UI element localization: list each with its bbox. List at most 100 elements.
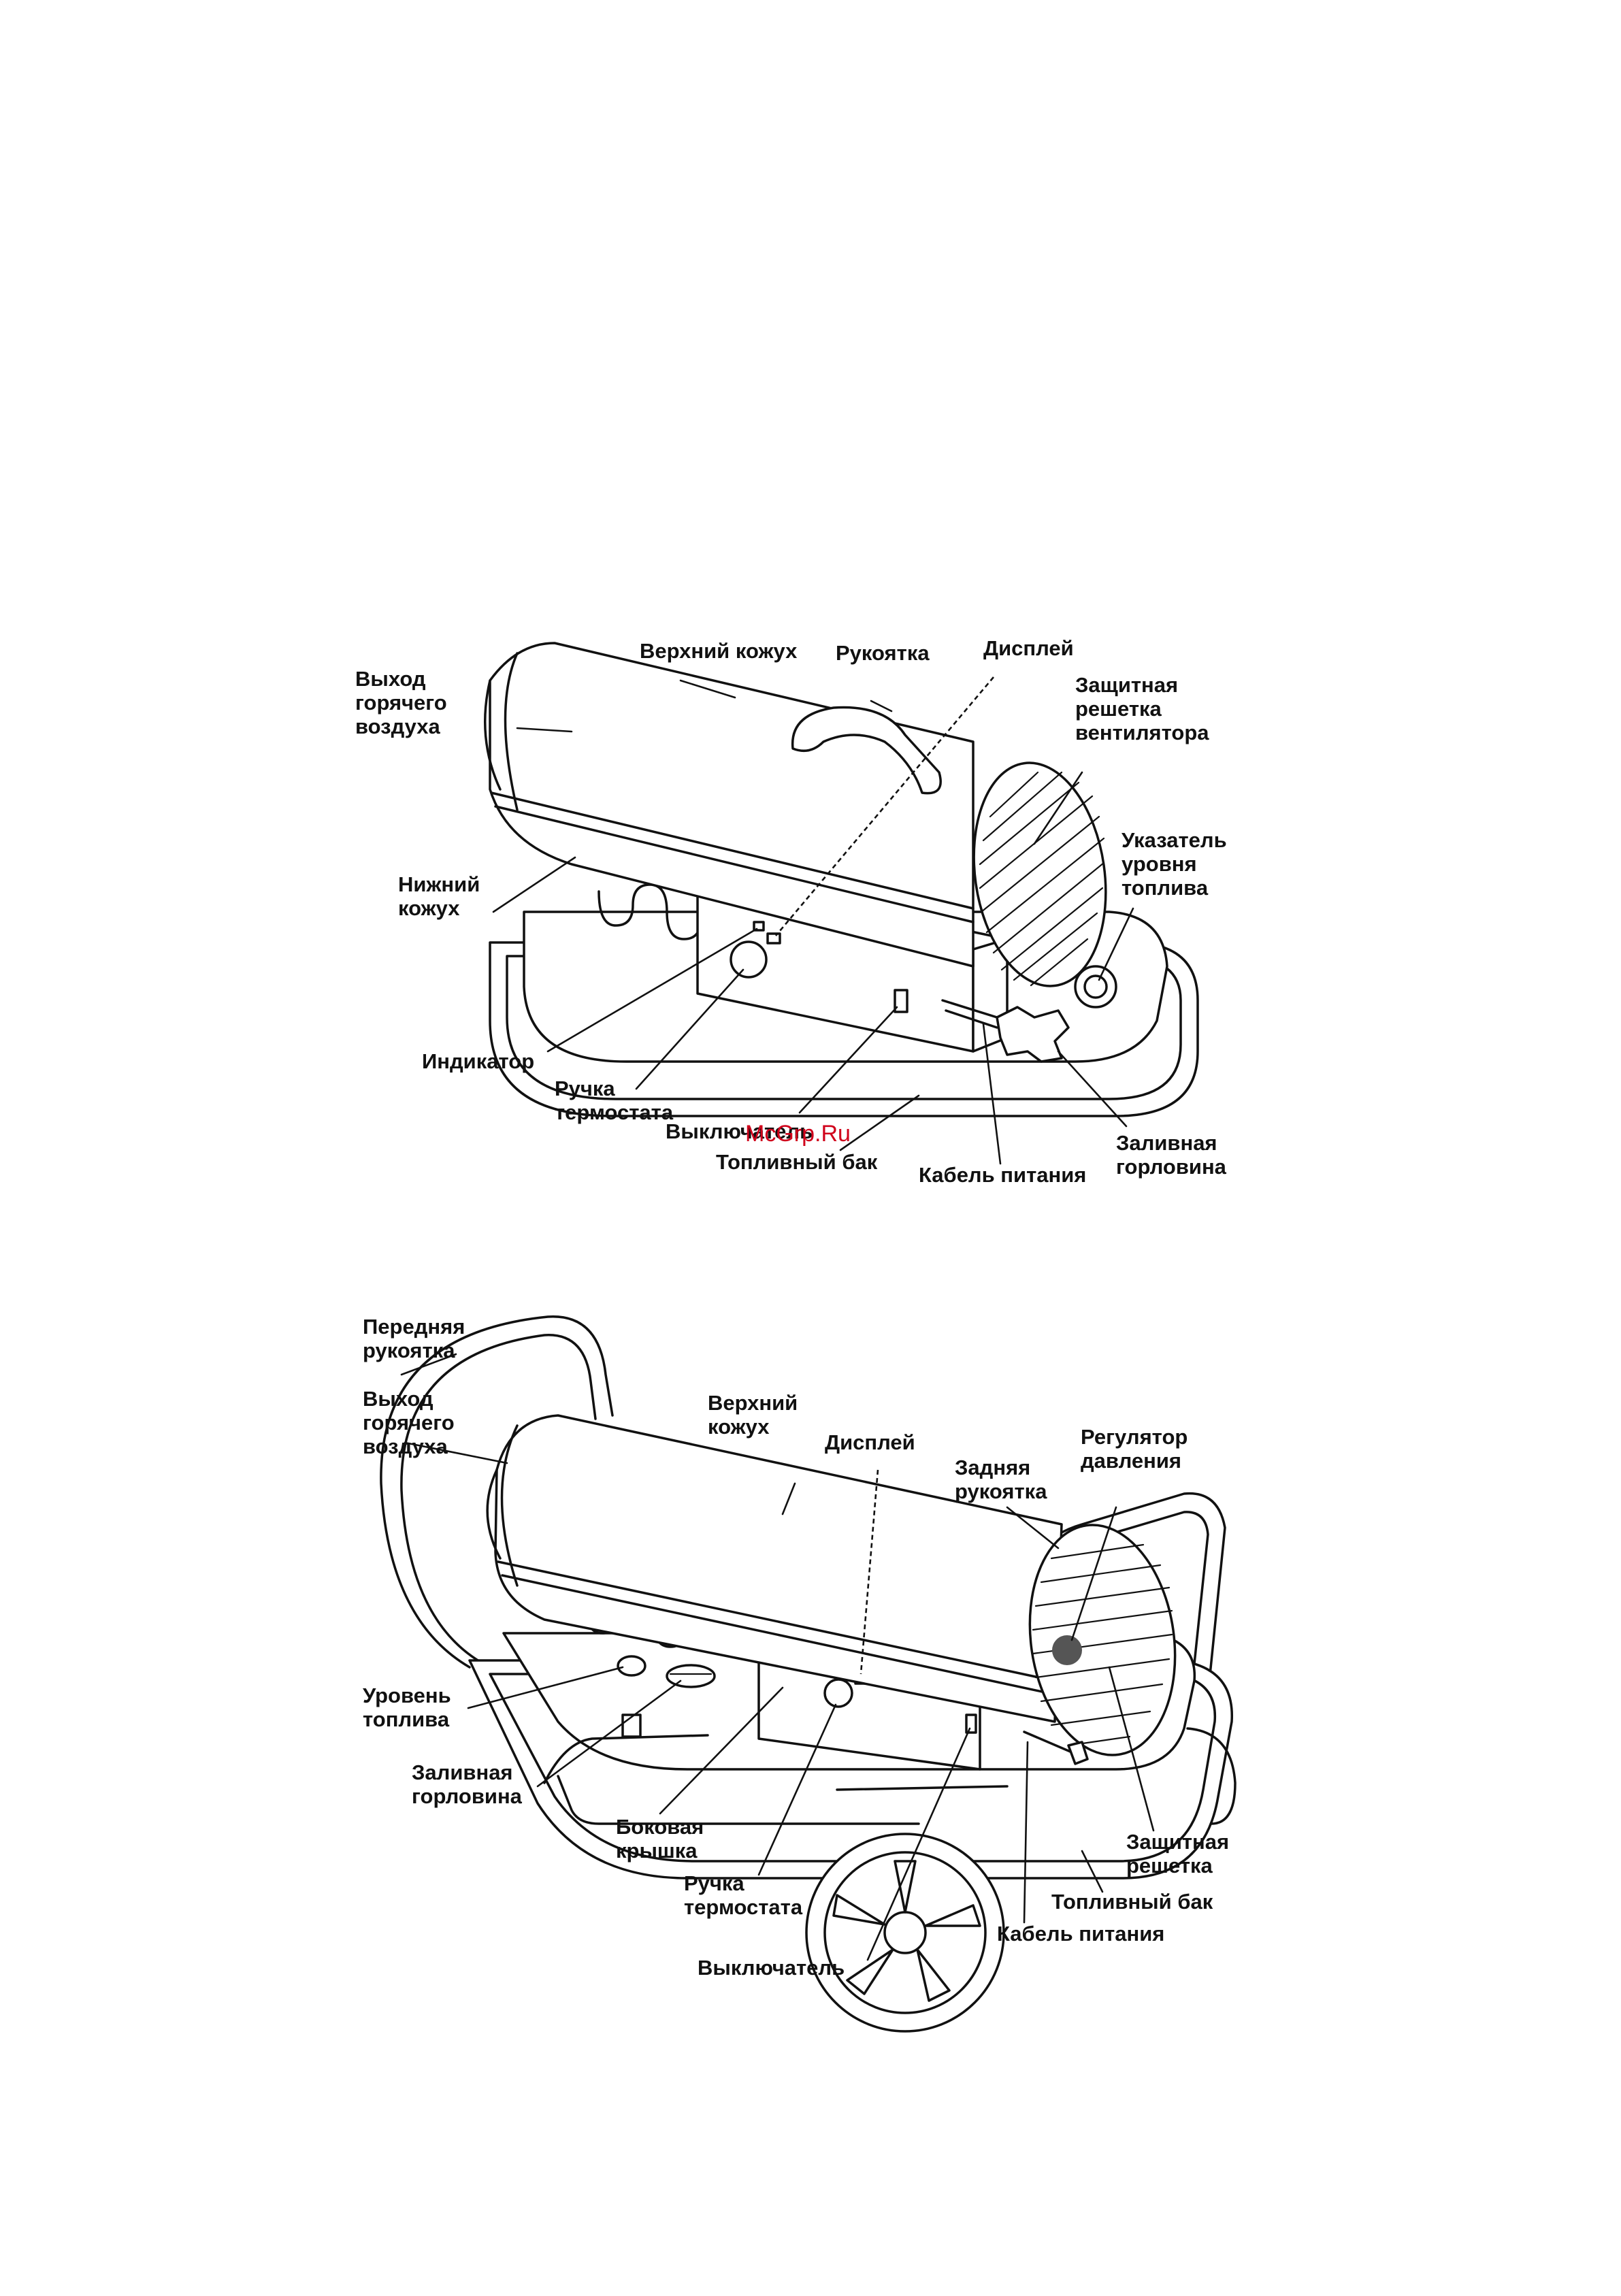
thermostat-knob-icon	[730, 940, 768, 979]
label-fuel-tank-2: Топливный бак	[1051, 1890, 1213, 1914]
heater-diagram-2: Передняя рукоятка Выход горячего воздуха…	[363, 1315, 1237, 2033]
base-frame-rail-front	[557, 1775, 920, 1825]
leader-upper-casing	[679, 679, 736, 699]
leader-protective-grille	[1108, 1666, 1155, 1832]
leader-thermostat-2	[757, 1703, 837, 1876]
leader-fuel-tank	[839, 1094, 920, 1151]
rear-wheel-stub	[1186, 1727, 1237, 1825]
power-cable-stub	[941, 999, 998, 1019]
label-fuel-level-2: топлива	[363, 1707, 450, 1731]
label-upper-casing-2a: Верхний	[708, 1391, 798, 1415]
label-pressure-regulator-1: Регулятор	[1081, 1425, 1188, 1449]
protective-grille-lines	[1032, 1543, 1173, 1747]
leader-upper-casing-2	[781, 1482, 796, 1515]
label-thermostat-2: термостата	[555, 1100, 674, 1124]
leader-hot-air-2	[404, 1441, 508, 1464]
casing-seam-2b	[501, 1574, 1056, 1696]
label-hot-air-outlet-2a: Выход	[363, 1387, 433, 1411]
label-switch-2: Выключатель	[698, 1956, 845, 1980]
label-filler-neck-2b: горловина	[412, 1784, 523, 1808]
label-hot-air-outlet-2: горячего	[355, 691, 447, 715]
label-fuel-tank: Топливный бак	[716, 1150, 878, 1174]
heater2-drawing	[380, 1315, 1237, 2033]
heater1-leaders	[492, 676, 1134, 1165]
label-rear-handle-1: Задняя	[955, 1456, 1030, 1479]
leader-fan-guard	[1033, 771, 1083, 845]
casing-seam-2	[494, 805, 975, 923]
label-rear-handle-2: рукоятка	[955, 1479, 1047, 1503]
filler-neck-cap-icon	[996, 1006, 1070, 1063]
heater2-leaders	[400, 1353, 1155, 1961]
filler-cap-icon	[666, 1664, 716, 1688]
leader-hot-air	[516, 727, 573, 733]
label-lower-casing-1: Нижний	[398, 872, 480, 896]
leader-handle	[870, 700, 893, 712]
leader-front-handle	[400, 1353, 457, 1376]
power-plug-icon	[1067, 1741, 1089, 1765]
label-upper-casing-2b: кожух	[708, 1415, 770, 1439]
leader-thermostat	[635, 968, 744, 1090]
leader-switch	[798, 1006, 898, 1114]
fuel-tank-2-rim	[489, 1673, 1217, 1863]
handle-icon	[791, 706, 942, 795]
switch-icon	[894, 989, 908, 1013]
label-switch: Выключатель	[666, 1119, 813, 1143]
label-fuel-gauge-2: уровня	[1121, 852, 1197, 876]
leader-display-2	[859, 1469, 879, 1675]
label-power-cable: Кабель питания	[919, 1163, 1086, 1187]
hot-air-outlet-rim	[484, 679, 502, 791]
fuel-level-gauge-icon	[617, 1655, 646, 1677]
hot-air-outlet-inner	[504, 652, 519, 811]
heater-diagram-1: Выход горячего воздуха Верхний кожух Рук…	[355, 636, 1227, 1187]
label-power-cable-2: Кабель питания	[997, 1922, 1164, 1946]
leader-filler-neck	[1057, 1050, 1128, 1128]
leader-display	[775, 676, 994, 936]
display-window	[766, 932, 781, 945]
hot-air-outlet-rim-2	[486, 1469, 502, 1560]
label-protective-grille-1: Защитная	[1126, 1830, 1229, 1854]
fuel-gauge-icon	[1074, 965, 1117, 1008]
frame-brace	[836, 1785, 1009, 1791]
label-fan-guard-1: Защитная	[1075, 673, 1178, 697]
label-filler-neck-1: Заливная	[1116, 1131, 1217, 1155]
wheel-spokes	[832, 1860, 981, 2002]
front-handle-frame-outer	[380, 1315, 614, 1669]
leader-switch-2	[866, 1727, 971, 1961]
thermostat-knob-icon-2	[823, 1678, 853, 1708]
label-fuel-gauge-3: топлива	[1121, 876, 1209, 900]
label-hot-air-outlet-2c: воздуха	[363, 1434, 448, 1458]
base-frame-rail-side	[543, 1734, 709, 1784]
label-fuel-level-1: Уровень	[363, 1684, 451, 1707]
pressure-regulator-knob	[1052, 1635, 1082, 1665]
label-upper-casing: Верхний кожух	[640, 639, 798, 663]
casing-seam-2a	[497, 1560, 1056, 1682]
label-handle: Рукоятка	[836, 641, 930, 665]
label-fuel-gauge-1: Указатель	[1121, 828, 1227, 852]
leader-side-cover	[659, 1686, 784, 1815]
watermark-text: McGrp.Ru	[745, 1121, 851, 1147]
label-pressure-regulator-2: давления	[1081, 1449, 1181, 1473]
leader-fuel-gauge	[1098, 907, 1134, 981]
fan-guard-ellipse	[972, 761, 1107, 987]
power-cable-2	[1023, 1731, 1073, 1754]
label-fan-guard-3: вентилятора	[1075, 721, 1209, 744]
label-thermostat-2b: термостата	[684, 1895, 803, 1919]
leader-fuel-tank-2	[1081, 1850, 1104, 1893]
label-front-handle-2: рукоятка	[363, 1339, 455, 1362]
label-filler-neck-2a: Заливная	[412, 1760, 513, 1784]
label-front-handle-1: Передняя	[363, 1315, 465, 1339]
hot-air-outlet-inner-2	[500, 1424, 519, 1587]
heater1-drawing	[484, 642, 1199, 1117]
heater1-labels: Выход горячего воздуха Верхний кожух Рук…	[355, 636, 1227, 1187]
label-thermostat-1: Ручка	[555, 1077, 615, 1100]
leader-power-cable-2	[1023, 1741, 1029, 1924]
front-handle-frame-inner	[400, 1334, 597, 1669]
label-side-cover-2: крышка	[616, 1839, 698, 1863]
casing-seam-1	[490, 791, 975, 910]
leader-filler-neck-2	[536, 1679, 682, 1788]
leader-lower-casing	[492, 856, 576, 913]
label-hot-air-outlet-2b: горячего	[363, 1411, 455, 1434]
label-thermostat-2a: Ручка	[684, 1871, 744, 1895]
leader-rear-handle	[1006, 1506, 1060, 1549]
